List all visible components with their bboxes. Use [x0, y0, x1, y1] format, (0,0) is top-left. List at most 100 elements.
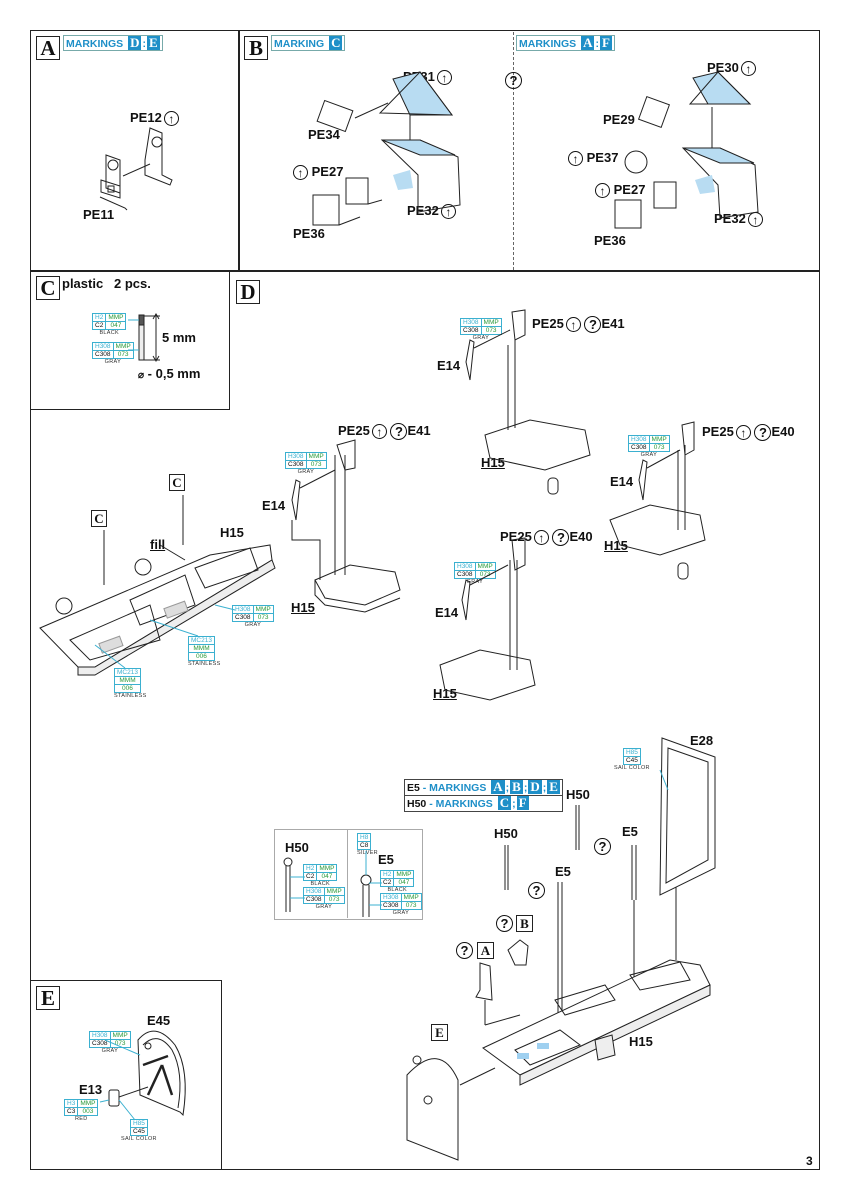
- part-label-e14: E14: [610, 474, 634, 489]
- part-label-pe37: ↑ PE37: [566, 150, 618, 167]
- inset-label-h50: H50: [285, 840, 309, 855]
- question-icon: ?: [390, 423, 408, 441]
- marking-letter: C: [329, 35, 343, 50]
- question-icon: ?: [594, 838, 611, 856]
- question-icon: ?: [496, 915, 513, 933]
- marking-letter: D: [528, 779, 542, 794]
- page-number: 3: [806, 1154, 813, 1168]
- bend-up-icon: ↑: [568, 151, 583, 167]
- part-label-e13: E13: [79, 1082, 103, 1097]
- marking-letter: E: [547, 779, 560, 794]
- step-b-letter: B: [244, 36, 268, 60]
- part-label-h15: H15: [481, 455, 505, 470]
- part-label-pe34: PE34: [308, 127, 340, 142]
- part-label-pe12: PE12↑: [130, 110, 179, 127]
- markings-table: E5 - MARKINGS A;B;D;E H50 - MARKINGS C;F: [404, 779, 563, 812]
- part-label-e14: E14: [435, 605, 459, 620]
- part-label-h15: H15: [629, 1034, 653, 1049]
- marking-letter: A: [581, 35, 595, 50]
- markings-prefix: MARKING: [274, 38, 325, 50]
- bend-up-icon: ↑: [740, 61, 756, 77]
- markings-prefix: MARKINGS: [66, 38, 124, 50]
- marking-letter: E: [146, 35, 160, 50]
- bend-up-icon: ↑: [163, 111, 179, 127]
- step-c-title: plastic 2 pcs.: [62, 276, 151, 291]
- part-label-e45: E45: [147, 1013, 171, 1028]
- fill-label: fill: [150, 537, 166, 552]
- diameter-icon: ⌀: [138, 370, 145, 381]
- marking-letter: A: [491, 779, 505, 794]
- marking-letter: C: [497, 795, 512, 810]
- rod-diameter: ⌀ - 0,5 mm: [138, 366, 201, 381]
- step-a-markings: MARKINGS D:E: [63, 35, 163, 51]
- step-b-markings-af: MARKINGS A:F: [516, 35, 615, 51]
- marking-letter: F: [599, 35, 612, 50]
- part-label-pe27: ↑ PE27: [291, 164, 343, 181]
- rod-length: 5 mm: [162, 330, 196, 345]
- part-label-e28: E28: [690, 733, 714, 748]
- part-label-h15: H15: [604, 538, 628, 553]
- ref-a-box: A: [477, 942, 494, 959]
- part-label-pe30: PE30↑: [707, 60, 756, 77]
- question-icon: ?: [505, 72, 522, 90]
- ref-c-box: C: [91, 510, 107, 527]
- step-a-letter: A: [36, 36, 60, 60]
- part-label-h50: H50: [494, 826, 518, 841]
- bend-up-icon: ↑: [565, 317, 581, 333]
- step-b-markings-c: MARKING C: [271, 35, 346, 51]
- part-label-e14: E14: [262, 498, 286, 513]
- paint-inset: [274, 829, 423, 920]
- markings-row-h50: H50 - MARKINGS C;F: [407, 795, 529, 810]
- part-label-pe25: PE25↑ ?E40: [500, 529, 593, 547]
- part-label-e14: E14: [437, 358, 461, 373]
- marking-letter: D: [128, 35, 142, 50]
- step-d-letter: D: [236, 280, 260, 304]
- part-label-pe36: PE36: [293, 226, 325, 241]
- divider-top: [30, 270, 820, 272]
- page-frame: [30, 30, 820, 1170]
- ref-b-box: B: [516, 915, 533, 932]
- markings-row-e5: E5 - MARKINGS A;B;D;E: [405, 780, 562, 796]
- part-label-h15: H15: [291, 600, 315, 615]
- bend-up-icon: ↑: [440, 204, 456, 220]
- question-icon: ?: [754, 424, 772, 442]
- part-label-pe32: PE32↑: [407, 203, 456, 220]
- divider-a-b: [238, 30, 240, 270]
- part-label-e5: E5: [622, 824, 638, 839]
- part-label-e5: E5: [555, 864, 571, 879]
- bend-up-icon: ↑: [735, 425, 751, 441]
- part-label-pe27-af: ↑ PE27: [593, 182, 645, 199]
- box-e: [30, 980, 222, 1170]
- question-icon: ?: [456, 942, 473, 960]
- part-label-pe29: PE29: [603, 112, 635, 127]
- part-label-pe11: PE11: [83, 207, 115, 222]
- divider-b-dashed: [513, 32, 514, 270]
- part-label-h50: H50: [566, 787, 590, 802]
- part-label-pe25: PE25↑ ?E41: [338, 423, 431, 441]
- inset-label-e5: E5: [378, 852, 394, 867]
- markings-prefix: MARKINGS: [519, 38, 577, 50]
- ref-c-box: C: [169, 474, 185, 491]
- part-label-h15: H15: [220, 525, 244, 540]
- part-label-pe25: PE25↑ ?E40: [702, 424, 795, 442]
- part-label-h15: H15: [433, 686, 457, 701]
- step-e-letter: E: [36, 986, 60, 1010]
- marking-letter: F: [516, 795, 529, 810]
